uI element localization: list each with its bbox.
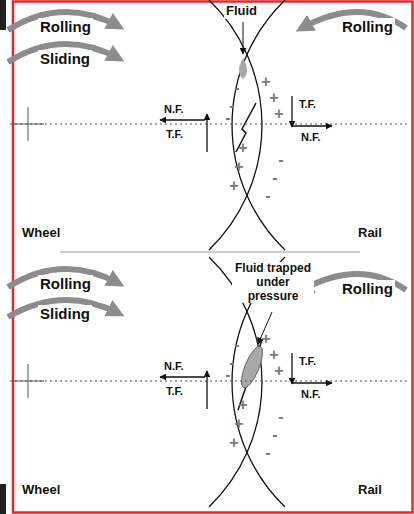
force-arrow xyxy=(160,119,205,120)
force-arrow xyxy=(291,96,292,127)
wheel-profile xyxy=(209,0,262,250)
bottom-panel xyxy=(8,257,410,507)
charge-sign: - xyxy=(265,188,270,204)
charge-sign: + xyxy=(261,331,270,347)
charge-sign: - xyxy=(272,170,277,186)
force-label: N.F. xyxy=(163,103,185,116)
motion-label: Rolling xyxy=(38,275,93,292)
panel-frame xyxy=(13,2,413,513)
top-panel xyxy=(8,0,410,250)
leader-arrow xyxy=(243,22,244,54)
force-label: T.F. xyxy=(165,385,184,398)
force-label: N.F. xyxy=(300,388,322,401)
edge-strip xyxy=(0,0,6,30)
fluid-label: Fluid trapped under pressure xyxy=(232,262,314,303)
motion-label: Rolling xyxy=(340,18,395,35)
charge-sign: + xyxy=(234,416,243,432)
charge-sign: - xyxy=(234,80,239,96)
charge-sign: + xyxy=(269,347,278,363)
panel-separator xyxy=(60,251,360,253)
force-label: T.F. xyxy=(298,98,317,111)
force-arrow xyxy=(160,376,205,377)
motion-label: Rolling xyxy=(38,18,93,35)
force-label: N.F. xyxy=(300,131,322,144)
charge-sign: - xyxy=(278,409,283,425)
charge-sign: - xyxy=(225,110,230,126)
rail-profile xyxy=(232,0,285,250)
charge-sign: + xyxy=(238,397,247,413)
charge-sign: - xyxy=(265,445,270,461)
motion-label: Rolling xyxy=(340,280,395,297)
charge-sign: + xyxy=(229,435,238,451)
force-arrow xyxy=(206,371,207,409)
charge-sign: + xyxy=(234,159,243,175)
charge-sign: - xyxy=(225,367,230,383)
body-label: Rail xyxy=(358,226,382,241)
force-arrow xyxy=(291,353,292,384)
edge-strip xyxy=(0,484,6,514)
charge-sign: + xyxy=(238,140,247,156)
charge-sign: - xyxy=(278,152,283,168)
force-arrow xyxy=(206,114,207,152)
charge-sign: - xyxy=(234,337,239,353)
centre-line xyxy=(10,381,410,382)
crosshair xyxy=(12,381,44,382)
charge-sign: + xyxy=(261,74,270,90)
centre-line xyxy=(10,124,410,125)
force-label: T.F. xyxy=(298,355,317,368)
body-label: Wheel xyxy=(22,226,60,241)
body-label: Rail xyxy=(358,483,382,498)
force-label: N.F. xyxy=(163,360,185,373)
force-arrow xyxy=(292,125,332,126)
fluid-label: Fluid xyxy=(224,4,259,19)
crosshair xyxy=(12,124,44,125)
fluid-droplet xyxy=(239,58,247,79)
motion-label: Sliding xyxy=(38,305,92,322)
charge-sign: + xyxy=(269,90,278,106)
charge-sign: + xyxy=(274,363,283,379)
trapped-fluid xyxy=(237,344,266,390)
charge-sign: + xyxy=(229,178,238,194)
motion-label: Sliding xyxy=(38,50,92,67)
force-arrow xyxy=(292,382,332,383)
body-label: Wheel xyxy=(22,483,60,498)
charge-sign: + xyxy=(274,106,283,122)
force-label: T.F. xyxy=(165,128,184,141)
charge-sign: - xyxy=(272,427,277,443)
